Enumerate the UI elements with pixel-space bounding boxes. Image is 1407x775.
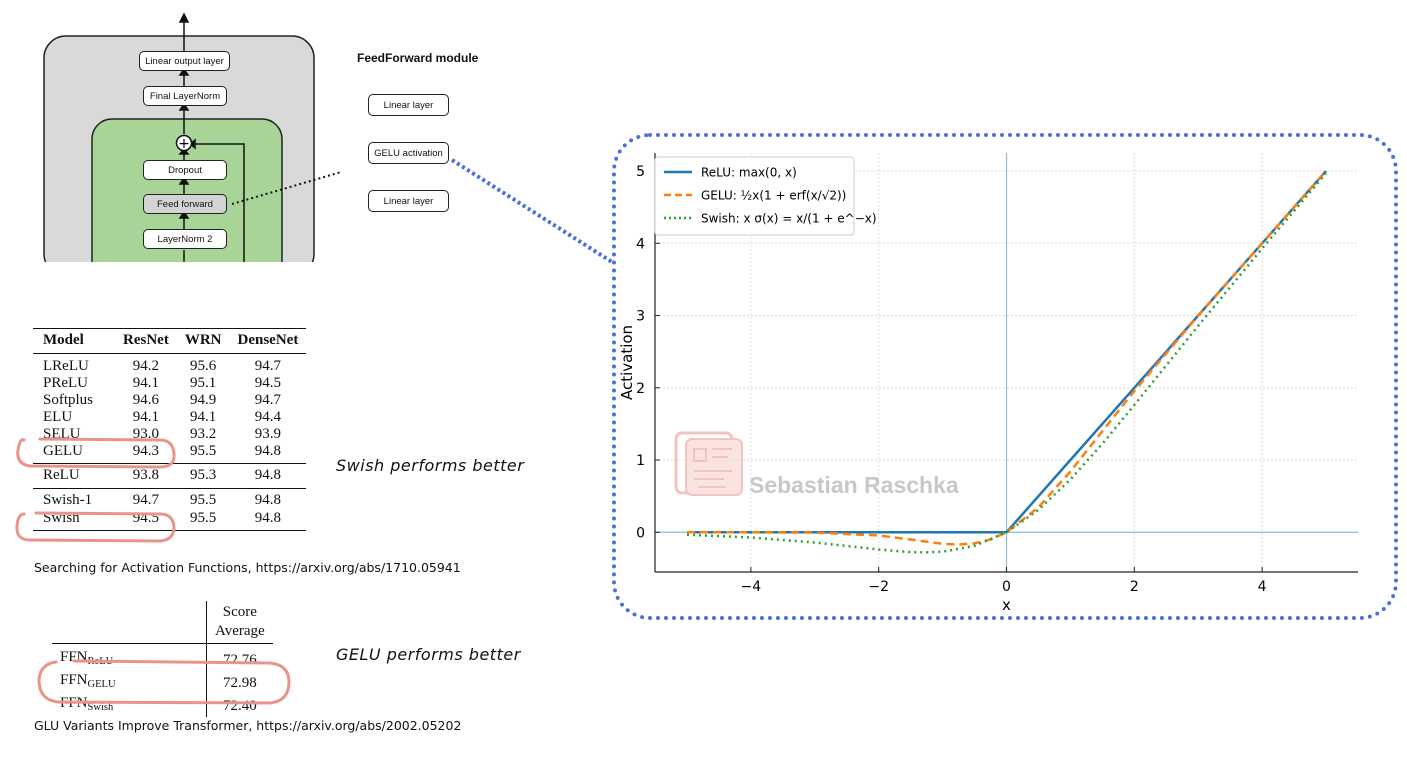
table-cell: ELU [43,409,73,425]
table-row: GELU 94.3 95.5 94.8 [33,443,306,464]
swish-performs-better-note: Swish performs better [336,456,525,475]
y-tick-label: 3 [636,309,645,325]
y-tick-label: 1 [636,453,645,469]
legend-swish: Swish: x σ(x) = x/(1 + e^−x) [701,212,877,226]
ff-linear-layer-bottom: Linear layer [368,190,449,212]
y-tick-label: 2 [636,381,645,397]
table2-caption: GLU Variants Improve Transformer, https:… [34,718,462,733]
x-tick-label: 2 [1130,579,1139,595]
table-cell: 93.8 [132,467,160,483]
activation-functions-plot: Sebastian Raschka −4 −2 0 2 4 0 1 2 3 4 5 x Activa… [618,153,1358,614]
table-cell: Softplus [43,392,94,408]
series-line-2 [686,172,1327,554]
activation-plot-frame [612,133,1398,620]
table-cell: Swish-1 [43,492,93,508]
col-header: DenseNet [237,332,299,348]
score-header-line1: Score [205,601,273,622]
highlight-mark-table2 [37,659,291,705]
col-header: WRN [184,332,222,348]
watermark-text: Sebastian Raschka [749,472,959,498]
score-value: 72.98 [205,671,273,694]
x-tick-label: 0 [1002,579,1011,595]
dropout-block: Dropout [143,160,227,180]
y-tick-label: 0 [636,525,645,541]
table-cell: 95.1 [190,375,217,391]
table-cell: 94.7 [254,358,282,374]
plot-legend: ReLU: max(0, x) GELU: ½x(1 + erf(x/√2)) … [654,156,877,236]
table-cell: LReLU [43,358,89,374]
linear-output-layer-block: Linear output layer [139,51,230,71]
table-cell: 94.8 [254,492,282,508]
table-cell: PReLU [43,375,88,391]
table-cell: 93.9 [254,426,282,442]
table-row: LReLU 94.2 95.6 94.7 [33,354,306,376]
ff-linear-layer-top: Linear layer [368,94,449,116]
y-tick-label: 5 [636,164,645,180]
table-cell: 93.2 [190,426,217,442]
table-row: Softplus 94.6 94.9 94.7 [33,392,306,409]
table-cell: 94.9 [190,392,217,408]
table-cell: 94.2 [132,358,160,374]
table-cell: 94.1 [190,409,217,425]
col-header: ResNet [123,332,169,348]
plot-ticks: −4 −2 0 2 4 0 1 2 3 4 5 [636,164,1267,595]
table-cell: 93.0 [132,426,160,442]
table-cell: 95.5 [190,443,217,459]
ff-gelu-activation: GELU activation [368,142,449,164]
ffn-subscript: Swish [87,702,114,713]
score-header-line2: Average [205,622,273,644]
ffn-subscript: GELU [87,679,116,690]
legend-relu: ReLU: max(0, x) [701,166,797,180]
table-row: ReLU 93.8 95.3 94.8 [33,464,306,489]
table-cell: 95.5 [190,510,217,526]
transformer-architecture-diagram: + [43,12,340,262]
x-tick-label: −2 [868,579,889,595]
ffn-base: FFN [60,672,88,688]
x-axis-label: x [1002,596,1011,614]
final-layernorm-block: Final LayerNorm [143,86,227,106]
watermark: Sebastian Raschka [674,431,959,498]
table-cell: 94.3 [132,443,160,459]
table-row: Swish-1 94.7 95.5 94.8 [33,489,306,511]
table-cell: 94.8 [254,510,282,526]
table-cell: ReLU [43,467,80,483]
table-cell: 94.6 [132,392,160,408]
add-symbol: + [178,136,190,152]
table-cell: 95.3 [190,467,217,483]
table-cell: 94.1 [132,375,160,391]
table-cell: 95.5 [190,492,217,508]
table-row: ELU 94.1 94.1 94.4 [33,409,306,426]
feed-forward-block: Feed forward [143,194,227,214]
table-cell: 94.4 [254,409,282,425]
table1-caption: Searching for Activation Functions, http… [34,560,461,575]
x-tick-label: −4 [741,579,762,595]
y-tick-label: 4 [636,236,645,252]
feedforward-module-title: FeedForward module [357,51,479,65]
table-cell: 94.1 [132,409,160,425]
legend-gelu: GELU: ½x(1 + erf(x/√2)) [701,189,846,203]
x-tick-label: 4 [1258,579,1267,595]
col-header: Model [43,332,84,348]
layernorm2-block: LayerNorm 2 [143,229,227,249]
gelu-performs-better-note: GELU performs better [336,645,521,664]
table-cell: 94.8 [254,443,282,459]
table-row: PReLU 94.1 95.1 94.5 [33,375,306,392]
table-cell: 94.5 [254,375,282,391]
table-cell: 94.8 [254,467,282,483]
y-axis-label: Activation [618,325,636,400]
zoom-connector-line [450,158,614,264]
ffn-variant-name: FFNGELU [52,671,207,694]
table-cell: 94.7 [254,392,282,408]
table-cell: 95.6 [190,358,217,374]
plot-series [686,170,1327,554]
table-cell: GELU [43,443,83,459]
table-cell: 94.7 [132,492,160,508]
highlight-marks-table1 [15,437,176,543]
